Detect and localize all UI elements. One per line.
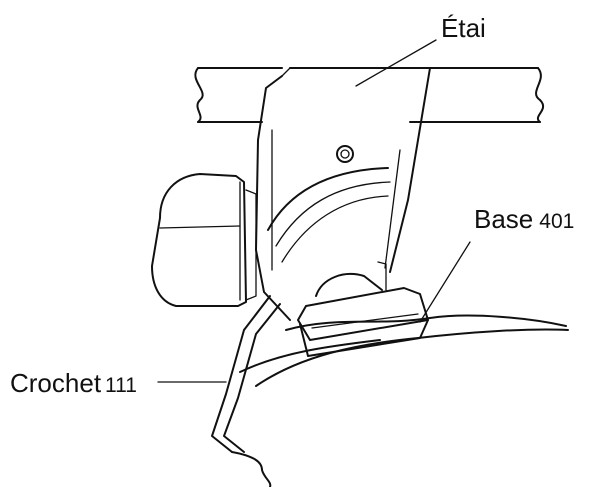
- hook: [211, 295, 281, 453]
- base-label-word: Base: [474, 204, 534, 234]
- car-roof: [231, 314, 569, 487]
- crochet-label-word: Crochet: [10, 368, 102, 398]
- base-leader-line: [419, 241, 471, 323]
- roof-bar: [194, 67, 545, 123]
- etai-leader-line: [355, 39, 437, 87]
- etai-label: Étai: [441, 13, 486, 43]
- base-label-number: 401: [539, 210, 575, 233]
- crochet-label-number: 111: [105, 374, 137, 397]
- side-knob: [151, 173, 257, 307]
- strut-body: [255, 67, 431, 321]
